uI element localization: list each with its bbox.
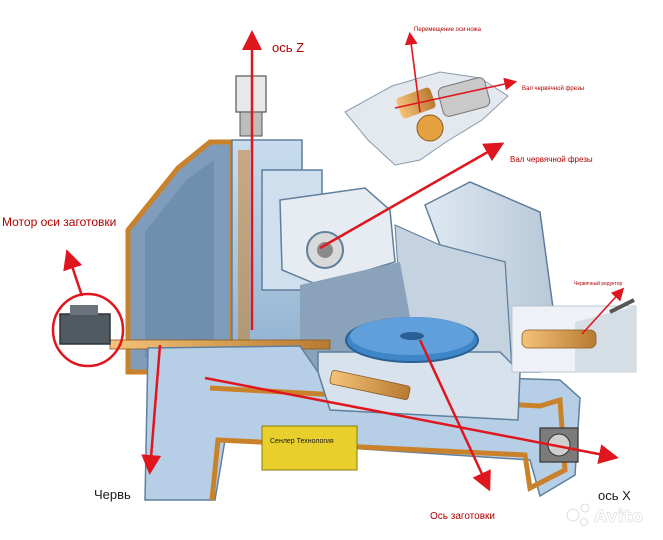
arrow-worm [141,344,162,475]
arrow-gearbox [581,287,625,335]
workpiece-motor-body [59,313,111,345]
arrow-inset-shaft [394,77,518,109]
label-worm-gearbox: Червячный редуктор [574,280,622,287]
inset-hob-holder [437,77,491,117]
inset-gearbox [511,298,637,373]
arrow-hob-shaft [319,142,505,250]
z-slide-strip [238,150,250,360]
label-workpiece-motor: Мотор оси заготовки [2,215,116,229]
arrow-motor [63,249,84,297]
motor-highlight-ring [51,292,125,368]
inset-gear-rim [609,298,635,314]
inset-worm [521,329,597,349]
inset-hob-detail [344,71,509,166]
worm-gear [329,369,411,401]
machine-body [59,75,581,501]
label-nameplate: Сенлер Технология [270,438,334,445]
arrow-inset-knife [404,31,421,113]
label-worm-cutter-shaft: Вал червячной фрезы [510,155,593,164]
label-axis-z: ось Z [272,40,304,55]
label-workpiece-axis: Ось заготовки [430,511,495,522]
inset-hob-bearing [416,114,444,142]
label-worm: Червь [94,487,131,502]
table-slide [317,351,521,421]
watermark-text: Avito [594,507,643,527]
workpiece-motor-cap [70,305,98,315]
column-inner [145,160,214,358]
label-worm-cutter-shaft-inset: Вал червячной фрезы [522,85,584,92]
arrow-workpiece-axis [418,339,491,492]
avito-watermark: Avito [566,503,644,527]
annotation-arrows [63,30,625,492]
rotary-table-center [400,332,424,340]
nameplate [261,425,358,471]
arrow-x [204,376,619,464]
label-knife-movement: Перемещение оси ножа [414,27,482,33]
label-axis-x: ось X [598,488,631,503]
